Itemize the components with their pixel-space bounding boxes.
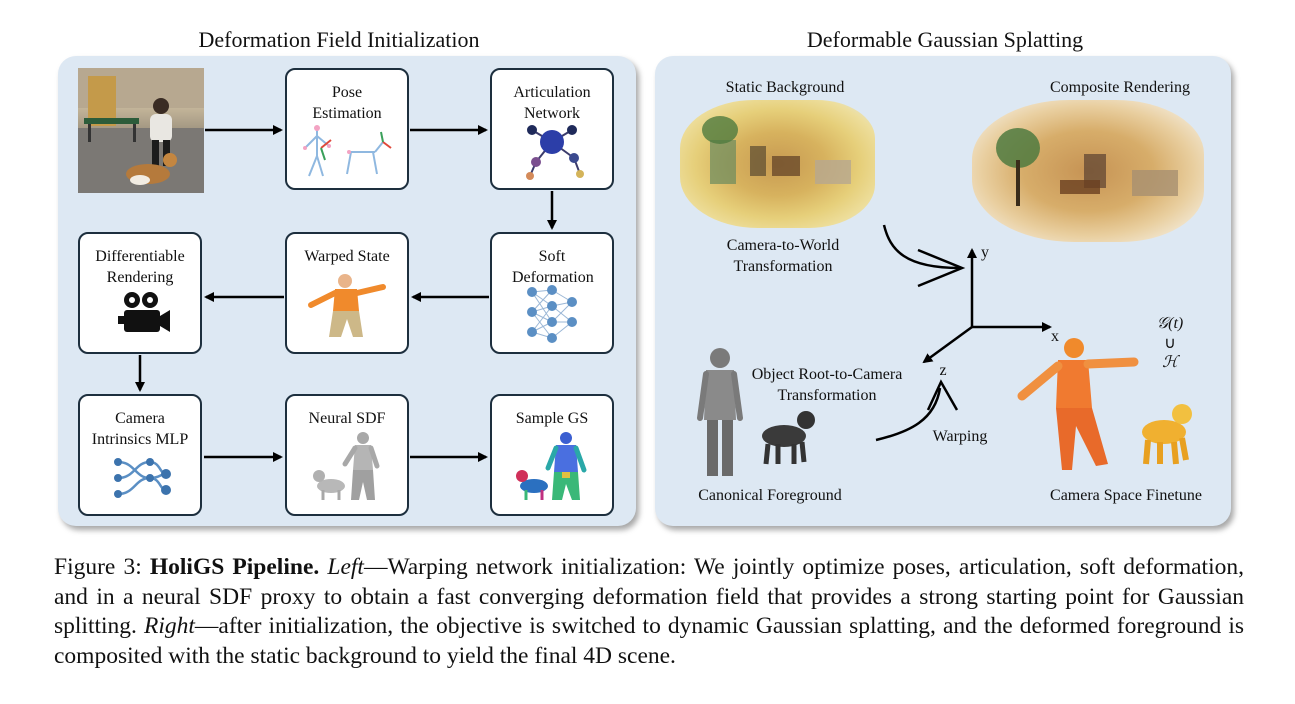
sample-gs-box: Sample GS: [490, 394, 614, 516]
right-panel-title: Deformable Gaussian Splatting: [806, 27, 1084, 52]
caption-right-text: —after initialization, the objective is …: [54, 613, 1244, 669]
formula-union: ∪: [1164, 335, 1176, 352]
neural-sdf-box: Neural SDF: [285, 394, 409, 516]
camera-intrinsics-mlp-box: Camera Intrinsics MLP: [78, 394, 202, 516]
formula-h: ℋ: [1162, 354, 1178, 371]
soft-deformation-box: Soft Deformation: [490, 232, 614, 354]
camera-space-finetune-label: Camera Space Finetune: [1050, 487, 1202, 504]
mlp-icon: [114, 458, 171, 498]
human-figure-icon: [308, 274, 386, 337]
video-camera-icon: [118, 292, 170, 332]
formula-g: 𝒢(t): [1156, 315, 1184, 332]
warped-state-box: Warped State: [285, 232, 409, 354]
canonical-foreground-figures: [697, 348, 815, 476]
sample-gs-label: Sample GS: [515, 410, 589, 427]
caption-right-italic: Right: [143, 613, 195, 639]
static-background-label: Static Background: [725, 79, 845, 96]
articulation-graph-icon: [526, 125, 584, 180]
caption-left-text: —Warping network initialization: We join…: [54, 554, 1244, 639]
figure-caption: Figure 3: HoliGS Pipeline. Left—Warping …: [54, 553, 1244, 671]
camera-to-world-label: Camera-to-World Transformation: [726, 237, 840, 275]
canonical-foreground-label: Canonical Foreground: [698, 487, 842, 504]
axis-y-label: y: [981, 244, 989, 261]
sampled-gaussians-icon: [516, 432, 587, 500]
warped-state-label: Warped State: [304, 248, 390, 265]
axis-z-label: z: [939, 362, 947, 379]
pose-estimation-box: Pose Estimation: [285, 68, 409, 190]
caption-prefix: Figure 3:: [54, 554, 150, 580]
composite-rendering-image: [972, 100, 1204, 242]
camera-intrinsics-mlp-label: Camera Intrinsics MLP: [91, 410, 189, 448]
differentiable-rendering-label: Differentiable Rendering: [95, 248, 185, 286]
static-background-image: [680, 100, 875, 228]
camera-space-figures: [1017, 338, 1192, 470]
neural-net-icon: [527, 285, 577, 343]
soft-deformation-label: Soft Deformation: [512, 248, 594, 286]
warping-label: Warping: [932, 428, 988, 445]
left-panel-title: Deformation Field Initialization: [198, 27, 480, 52]
caption-bold-title: HoliGS Pipeline.: [149, 554, 320, 580]
caption-left-italic: Left: [327, 554, 364, 580]
input-photo: [78, 68, 204, 193]
axis-x-label: x: [1051, 328, 1059, 345]
composite-rendering-label: Composite Rendering: [1050, 79, 1190, 96]
pose-estimation-label: Pose Estimation: [312, 84, 382, 122]
sdf-mesh-icon: [313, 432, 380, 500]
object-root-to-camera-label: Object Root-to-Camera Transformation: [751, 366, 903, 404]
articulation-network-label: Articulation Network: [513, 84, 591, 122]
skeleton-icon: [303, 125, 392, 177]
differentiable-rendering-box: Differentiable Rendering: [78, 232, 202, 354]
articulation-network-box: Articulation Network: [490, 68, 614, 190]
neural-sdf-label: Neural SDF: [308, 410, 386, 427]
